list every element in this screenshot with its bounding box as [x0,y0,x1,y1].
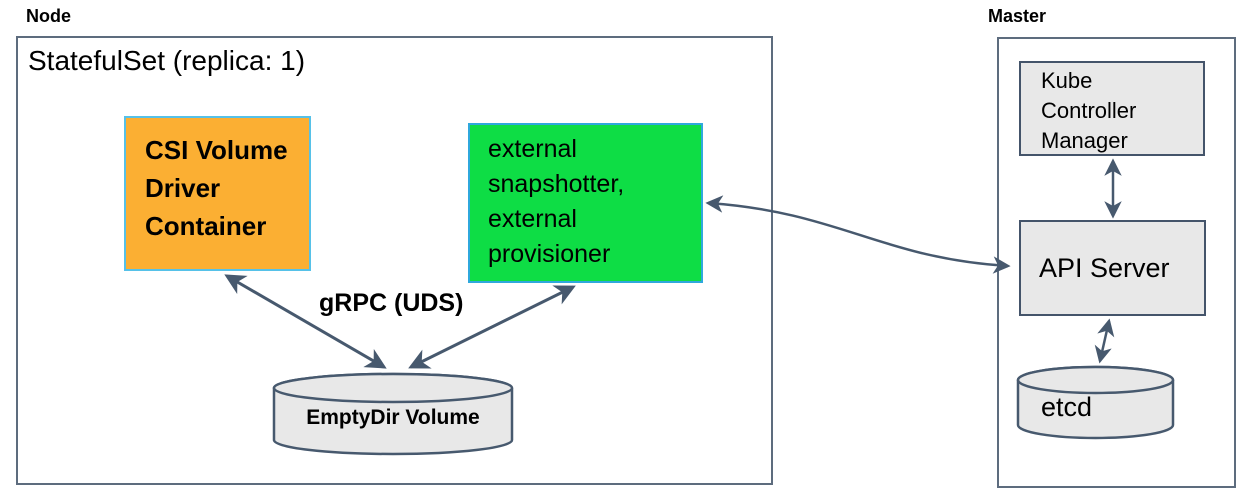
api-server-box: API Server [1019,220,1206,316]
csi-volume-driver-box: CSI Volume Driver Container [124,116,311,271]
master-title: Master [988,6,1047,26]
grpc-uds-label: gRPC (UDS) [319,289,464,317]
external-snapshotter-box: external snapshotter, external provision… [468,123,703,283]
etcd-label: etcd [1041,392,1093,422]
node-title: Node [26,6,71,26]
emptydir-volume-label: EmptyDir Volume [306,406,480,429]
statefulset-label: StatefulSet (replica: 1) [28,45,306,76]
kube-controller-manager-box: Kube Controller Manager [1019,61,1205,156]
